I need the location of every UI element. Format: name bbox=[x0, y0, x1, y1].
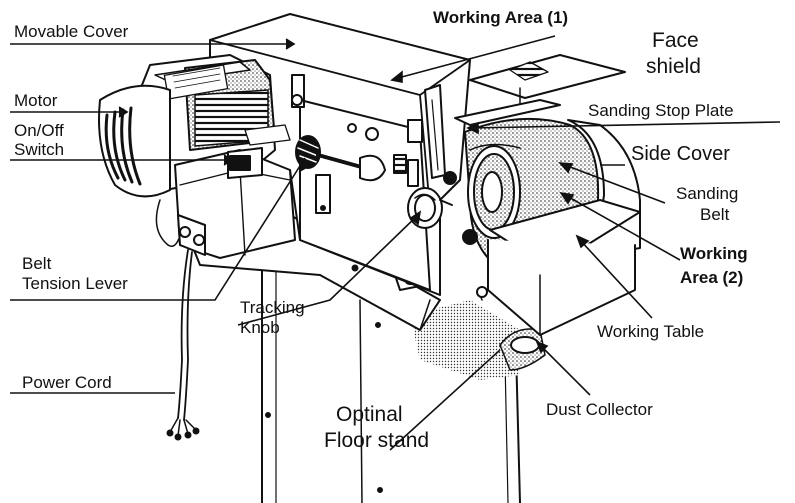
label-motor: Motor bbox=[14, 91, 58, 110]
label-floor-stand-line1: Optinal bbox=[336, 403, 403, 426]
label-sanding-belt-line2: Belt bbox=[700, 205, 730, 224]
motor bbox=[98, 54, 296, 441]
label-working-area-2-line2: Area (2) bbox=[680, 268, 744, 287]
label-working-area-1: Working Area (1) bbox=[433, 8, 569, 27]
label-face-shield-line2: shield bbox=[646, 55, 701, 78]
dust-collector bbox=[410, 300, 546, 380]
label-belt-tension-line2: Tension Lever bbox=[22, 274, 128, 293]
sanding-stop-plate bbox=[454, 99, 561, 126]
belt-tension-lever bbox=[295, 135, 386, 182]
face-shield bbox=[469, 54, 626, 109]
label-floor-stand-line2: Floor stand bbox=[324, 429, 430, 452]
label-belt-tension-line1: Belt bbox=[22, 254, 52, 273]
label-side-cover: Side Cover bbox=[631, 143, 730, 165]
label-working-area-2-line1: Working bbox=[680, 244, 748, 263]
main-housing bbox=[209, 13, 471, 296]
label-dust-collector: Dust Collector bbox=[546, 400, 653, 419]
label-sanding-belt-line1: Sanding bbox=[676, 184, 739, 203]
label-on-off-line1: On/Off bbox=[14, 121, 64, 140]
label-movable-cover: Movable Cover bbox=[14, 22, 129, 41]
label-sanding-stop-plate: Sanding Stop Plate bbox=[588, 101, 734, 120]
tracking-knob bbox=[407, 187, 453, 229]
label-tracking-knob-line2: Knob bbox=[240, 318, 280, 337]
working-area-plate bbox=[424, 84, 457, 185]
label-power-cord: Power Cord bbox=[22, 373, 112, 392]
label-face-shield-line1: Face bbox=[652, 29, 699, 52]
floor-stand bbox=[261, 249, 521, 503]
label-working-table: Working Table bbox=[597, 322, 705, 341]
label-tracking-knob-line1: Tracking bbox=[240, 298, 305, 317]
label-on-off-line2: Switch bbox=[14, 140, 65, 159]
